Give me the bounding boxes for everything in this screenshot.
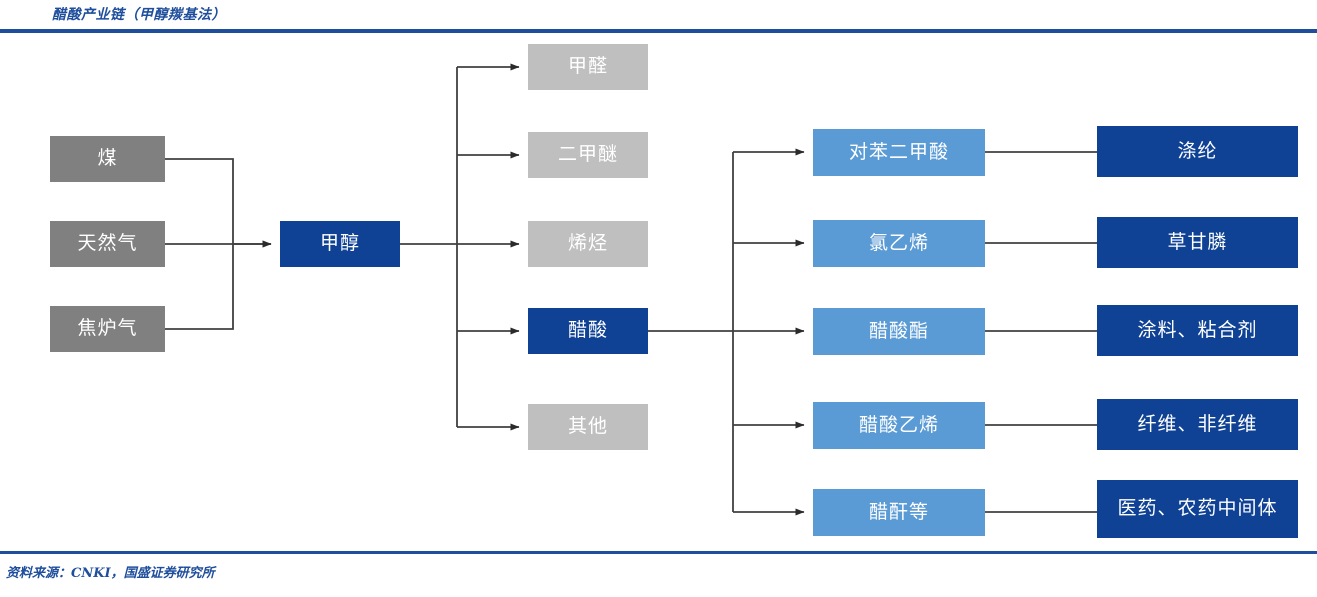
node-acetic-acid[interactable]: 醋酸 (528, 308, 648, 354)
node-formaldehyde[interactable]: 甲醛 (528, 44, 648, 90)
source-note: 资料来源：CNKI，国盛证券研究所 (6, 566, 215, 581)
node-coatings-adhesives[interactable]: 涂料、粘合剂 (1097, 305, 1298, 356)
node-acetate-ester[interactable]: 醋酸酯 (813, 308, 985, 355)
node-glyphosate[interactable]: 草甘膦 (1097, 217, 1298, 268)
node-coal[interactable]: 煤 (50, 136, 165, 182)
node-polyester[interactable]: 涤纶 (1097, 126, 1298, 177)
node-vinyl-acetate[interactable]: 醋酸乙烯 (813, 402, 985, 449)
node-others[interactable]: 其他 (528, 404, 648, 450)
edge-group-derivatives-enduses (985, 151, 1097, 513)
node-terephthalic-acid[interactable]: 对苯二甲酸 (813, 129, 985, 176)
header-divider (0, 29, 1317, 33)
node-natural-gas[interactable]: 天然气 (50, 221, 165, 267)
edge-group-methanol-derivatives (400, 63, 520, 431)
node-fiber-nonfiber[interactable]: 纤维、非纤维 (1097, 399, 1298, 450)
diagram-canvas: 煤 天然气 焦炉气 甲醇 甲醛 二甲醚 烯烃 醋酸 其他 对苯二甲酸 氯乙烯 醋… (0, 33, 1317, 551)
node-vinyl-chloride[interactable]: 氯乙烯 (813, 220, 985, 267)
node-pharma-pesticide-intermediates[interactable]: 医药、农药中间体 (1097, 480, 1298, 538)
footer-divider (0, 551, 1317, 554)
page-title: 醋酸产业链（甲醇羰基法） (52, 7, 226, 23)
node-coke-oven-gas[interactable]: 焦炉气 (50, 306, 165, 352)
node-methanol[interactable]: 甲醇 (280, 221, 400, 267)
node-dimethyl-ether[interactable]: 二甲醚 (528, 132, 648, 178)
edge-group-feedstock-methanol (165, 158, 272, 330)
node-acetic-anhydride[interactable]: 醋酐等 (813, 489, 985, 536)
edge-group-aceticacid-derivatives (648, 148, 805, 516)
connector-layer (165, 63, 1097, 516)
node-olefins[interactable]: 烯烃 (528, 221, 648, 267)
